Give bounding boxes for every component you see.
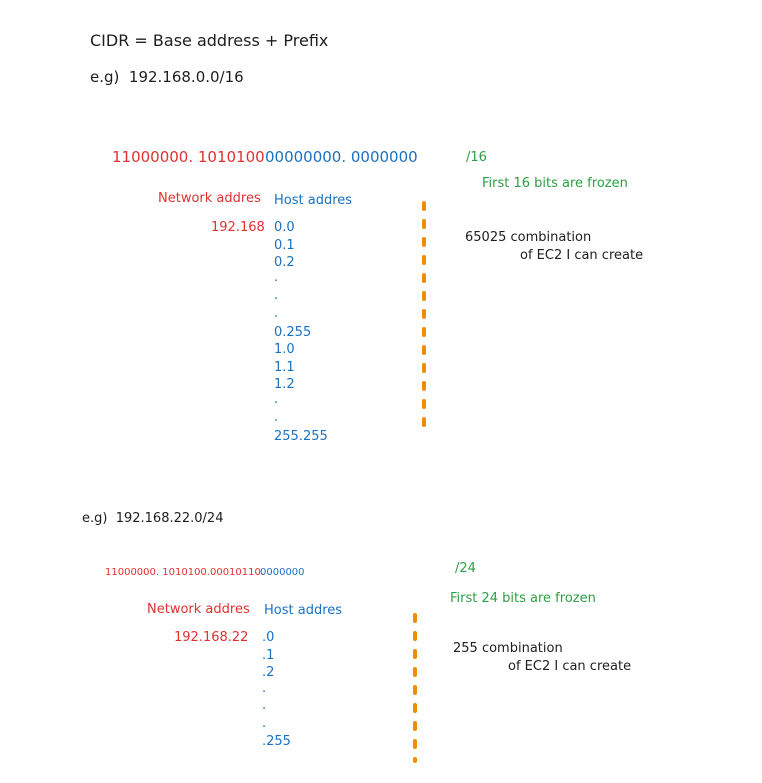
host-address-item: 1.1 [274,360,295,375]
host-address-item: . [274,410,279,425]
host-address-item: .1 [262,648,275,663]
host-address-item: . [274,306,279,321]
host-address-item: 1.2 [274,377,295,392]
network-address-heading: Network addres [147,602,250,617]
host-address-item: .0 [262,630,275,645]
host-address-item: . [262,716,267,731]
host-address-item: . [274,392,279,407]
combination-description: of EC2 I can create [508,659,632,674]
binary-network-bits: 11000000. 1010100 [112,148,265,166]
binary-host-bits: 0000000 [260,567,305,578]
network-address-value: 192.168.22 [174,630,249,645]
host-address-item: .2 [262,665,275,680]
binary-host-bits: 00000000. 0000000 [265,148,418,166]
host-address-item: . [262,698,267,713]
host-address-item: . [274,270,279,285]
dashed-divider [413,613,417,763]
frozen-bits-note: First 24 bits are frozen [450,591,596,606]
host-address-item: 1.0 [274,342,295,357]
host-address-item: 255.255 [274,429,328,444]
host-address-item: . [262,681,267,696]
host-address-item: . [274,288,279,303]
host-address-item: 0.255 [274,325,312,340]
host-address-heading: Host addres [274,193,353,208]
binary-network-bits: 11000000. 1010100.00010110. [105,567,265,578]
combination-count: 255 combination [453,641,563,656]
host-address-item: .255 [262,734,291,749]
prefix-length: /24 [455,561,476,576]
combination-count: 65025 combination [465,230,592,245]
network-address-heading: Network addres [158,191,261,206]
prefix-length: /16 [466,150,487,165]
dashed-divider [422,201,426,439]
host-address-item: 0.2 [274,255,295,270]
network-address-value: 192.168 [211,220,265,235]
example-label: e.g) 192.168.22.0/24 [82,511,224,526]
frozen-bits-note: First 16 bits are frozen [482,176,628,191]
combination-description: of EC2 I can create [520,248,644,263]
cidr-formula: CIDR = Base address + Prefix [90,31,329,50]
example-label: e.g) 192.168.0.0/16 [90,68,244,86]
host-address-item: 0.0 [274,220,295,235]
host-address-heading: Host addres [264,603,343,618]
host-address-item: 0.1 [274,238,295,253]
